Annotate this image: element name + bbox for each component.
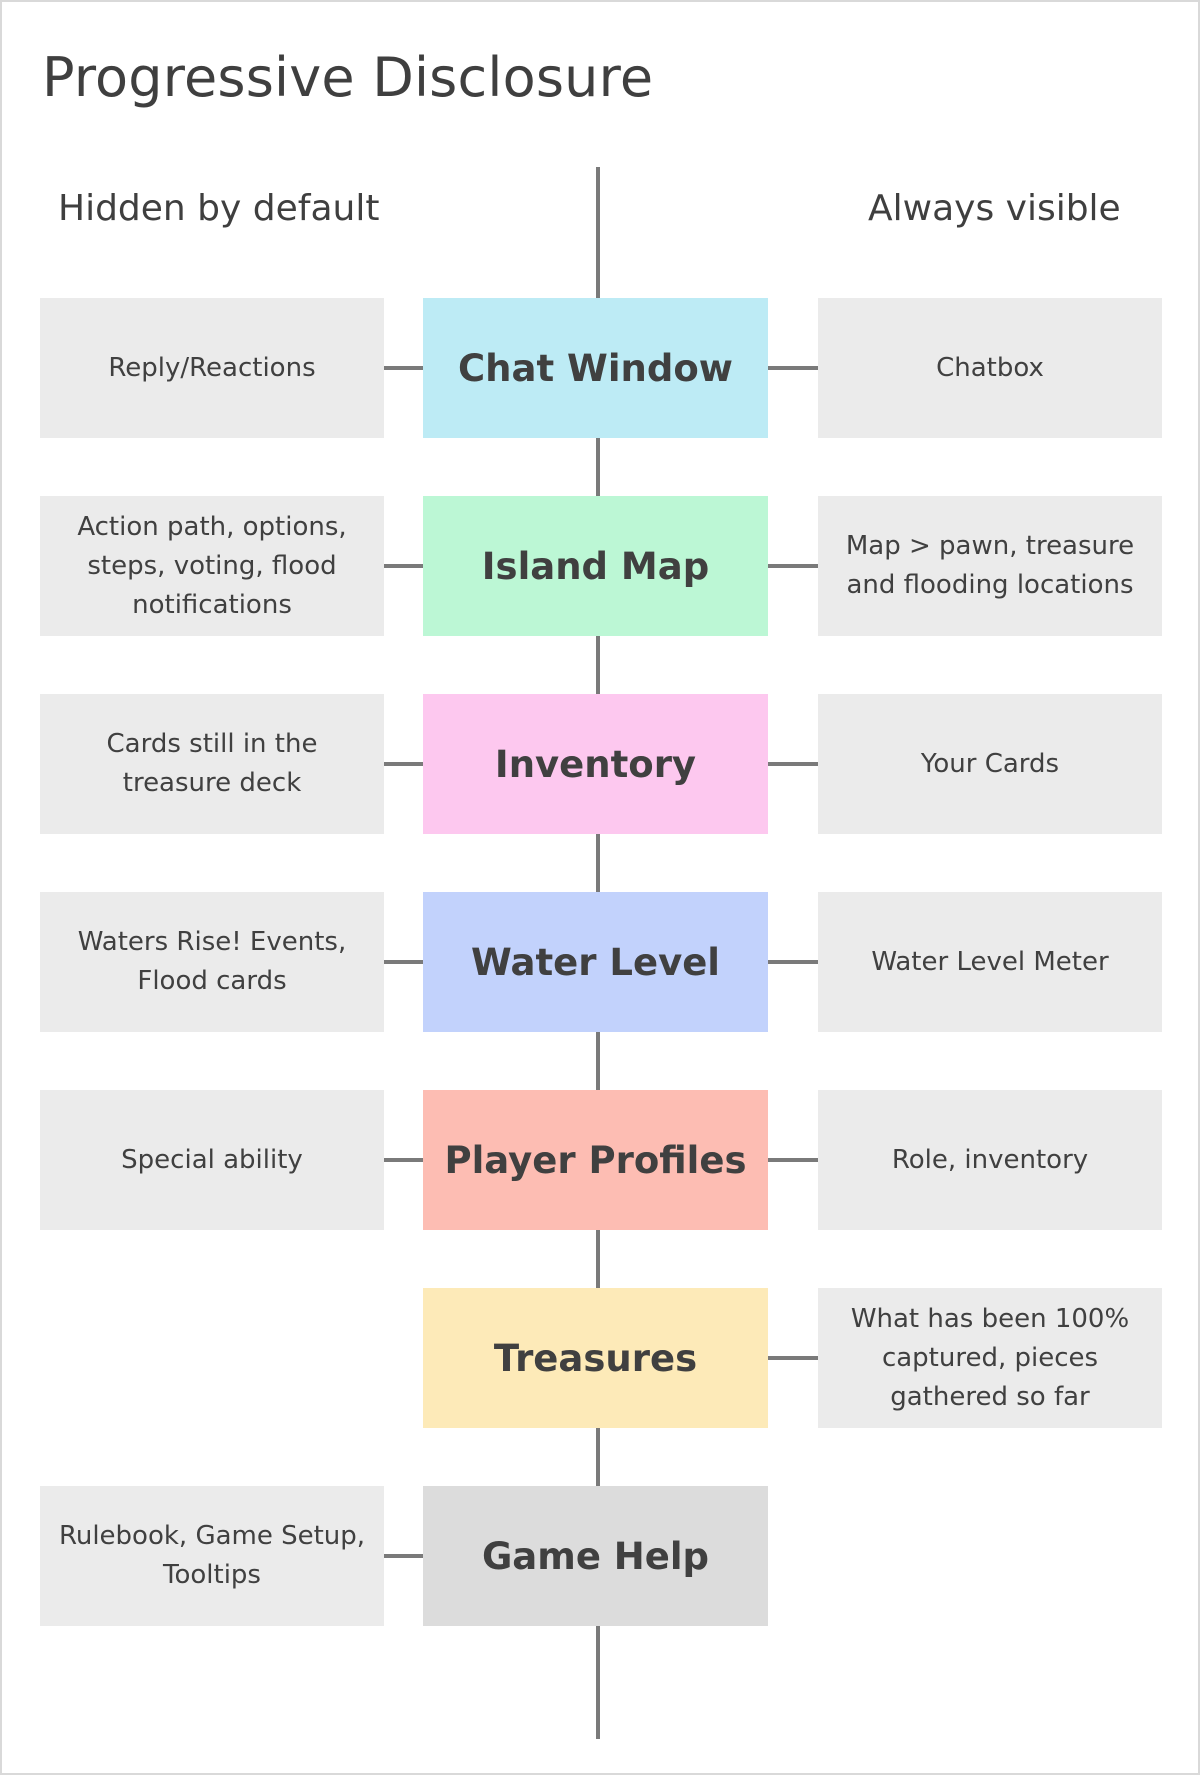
page-title: Progressive Disclosure — [42, 46, 654, 109]
left-connector — [384, 1158, 423, 1162]
component-box-player-profiles: Player Profiles — [423, 1090, 768, 1230]
hidden-feature-box: Rulebook, Game Setup, Tooltips — [40, 1486, 384, 1626]
component-box-treasures: Treasures — [423, 1288, 768, 1428]
right-connector — [768, 564, 818, 568]
left-connector — [384, 564, 423, 568]
right-connector — [768, 960, 818, 964]
row-treasures: Treasures What has been 100% captured, p… — [2, 1288, 1198, 1428]
component-box-water-level: Water Level — [423, 892, 768, 1032]
visible-feature-box: Role, inventory — [818, 1090, 1162, 1230]
component-box-inventory: Inventory — [423, 694, 768, 834]
row-water-level: Waters Rise! Events, Flood cards Water L… — [2, 892, 1198, 1032]
row-inventory: Cards still in the treasure deck Invento… — [2, 694, 1198, 834]
left-connector — [384, 960, 423, 964]
hidden-feature-box: Special ability — [40, 1090, 384, 1230]
row-game-help: Rulebook, Game Setup, Tooltips Game Help — [2, 1486, 1198, 1626]
visible-feature-box: What has been 100% captured, pieces gath… — [818, 1288, 1162, 1428]
visible-feature-box: Water Level Meter — [818, 892, 1162, 1032]
right-connector — [768, 1356, 818, 1360]
row-island-map: Action path, options, steps, voting, flo… — [2, 496, 1198, 636]
hidden-feature-box: Cards still in the treasure deck — [40, 694, 384, 834]
hidden-feature-box: Reply/Reactions — [40, 298, 384, 438]
right-connector — [768, 762, 818, 766]
row-player-profiles: Special ability Player Profiles Role, in… — [2, 1090, 1198, 1230]
visible-feature-box: Map > pawn, treasure and flooding locati… — [818, 496, 1162, 636]
component-box-island-map: Island Map — [423, 496, 768, 636]
right-connector — [768, 366, 818, 370]
visible-feature-box: Chatbox — [818, 298, 1162, 438]
component-box-chat-window: Chat Window — [423, 298, 768, 438]
component-box-game-help: Game Help — [423, 1486, 768, 1626]
row-chat-window: Reply/Reactions Chat Window Chatbox — [2, 298, 1198, 438]
left-connector — [384, 366, 423, 370]
hidden-feature-box: Waters Rise! Events, Flood cards — [40, 892, 384, 1032]
hidden-feature-box: Action path, options, steps, voting, flo… — [40, 496, 384, 636]
visible-feature-box: Your Cards — [818, 694, 1162, 834]
hidden-column-heading: Hidden by default — [58, 188, 380, 229]
left-connector — [384, 762, 423, 766]
right-connector — [768, 1158, 818, 1162]
visible-column-heading: Always visible — [868, 188, 1121, 229]
left-connector — [384, 1554, 423, 1558]
